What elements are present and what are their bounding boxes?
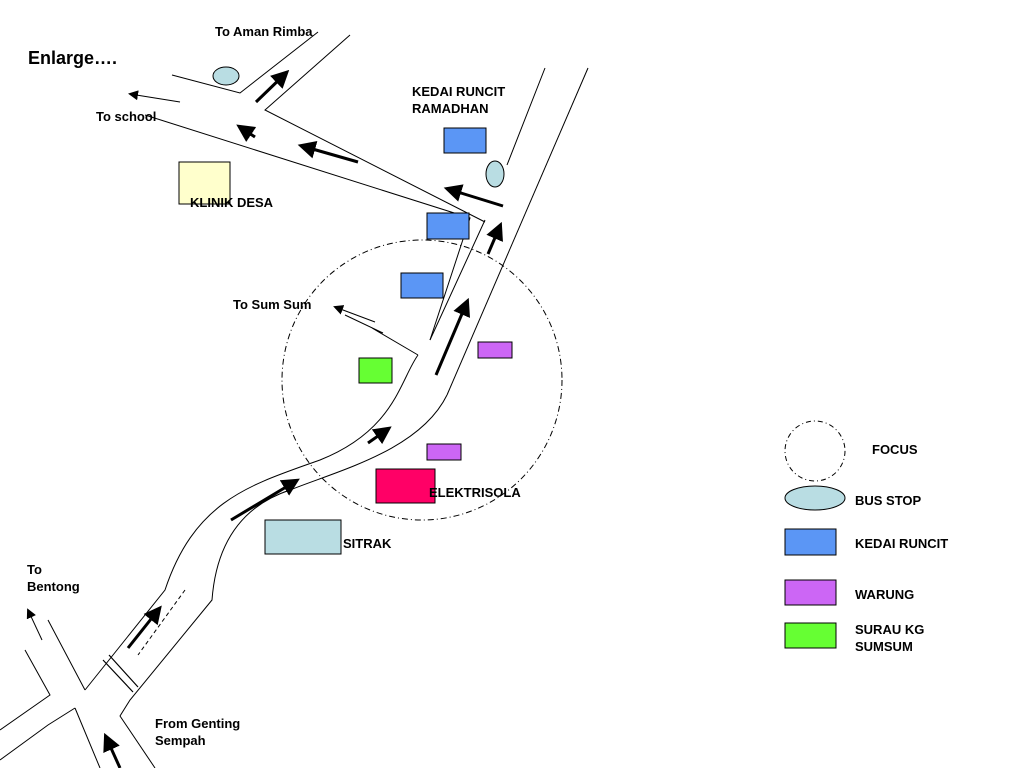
junction-roads — [0, 619, 101, 768]
bus-stop-aman-rimba — [212, 66, 240, 86]
legend-kedai-runcit-symbol — [784, 528, 837, 556]
label-elektrisola: ELEKTRISOLA — [429, 485, 521, 500]
label-genting: From Genting Sempah — [155, 716, 241, 748]
warung-building — [477, 341, 513, 359]
legend-surau-symbol — [784, 622, 837, 649]
road-school — [144, 114, 471, 341]
curved-road-west-edge — [84, 354, 419, 691]
bus-stop-main-road — [485, 160, 505, 188]
lane-divider — [137, 589, 186, 656]
bridge — [102, 654, 139, 693]
map-title: Enlarge…. — [28, 48, 118, 68]
sitrak-building — [264, 519, 342, 555]
legend-warung-symbol — [784, 579, 837, 606]
legend-warung-label: WARUNG — [855, 587, 915, 602]
legend-symbols — [784, 420, 846, 649]
curved-road-east-edge — [119, 394, 448, 768]
legend-surau-label: SURAU KG SUMSUM — [855, 622, 925, 654]
legend-focus-label: FOCUS — [872, 442, 918, 457]
label-klinik-desa: KLINIK DESA — [190, 195, 274, 210]
kedai-ramadhan-building — [443, 127, 487, 154]
label-sitrak: SITRAK — [343, 536, 392, 551]
focus-circle — [281, 239, 563, 521]
warung-building — [426, 443, 462, 461]
legend-focus-symbol — [784, 420, 846, 482]
surau-building — [358, 357, 393, 384]
legend-kedai-runcit-label: KEDAI RUNCIT — [855, 536, 949, 551]
klinik-desa-building — [178, 161, 231, 205]
label-kedai-ramadhan: KEDAI RUNCIT RAMADHAN — [412, 84, 506, 116]
direction-arrows — [103, 69, 504, 768]
kedai-runcit-building — [426, 212, 470, 240]
label-sum-sum: To Sum Sum — [233, 297, 312, 312]
legend-bus-stop-symbol — [784, 485, 846, 511]
thin-arrows — [26, 90, 376, 641]
kedai-runcit-building — [400, 272, 444, 299]
road-sum-sum — [344, 314, 419, 356]
road-aman-rimba — [171, 31, 486, 223]
label-school: To school — [96, 109, 157, 124]
main-road-edge-east — [446, 67, 589, 396]
elektrisola-building — [375, 468, 436, 504]
legend-bus-stop-label: BUS STOP — [855, 493, 922, 508]
label-aman-rimba: To Aman Rimba — [215, 24, 313, 39]
label-bentong: To Bentong — [27, 562, 80, 594]
main-road-edge-west — [429, 67, 546, 341]
